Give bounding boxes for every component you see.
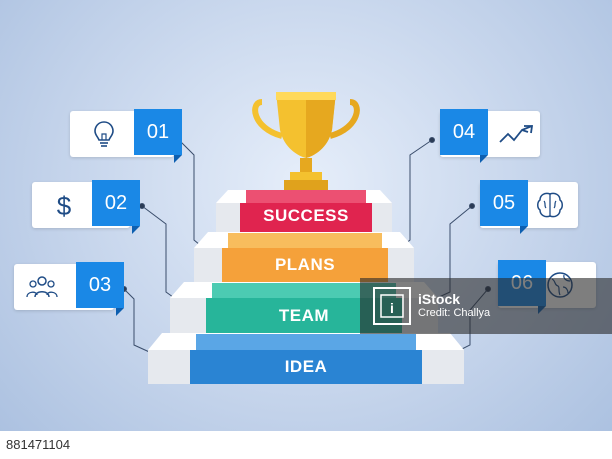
card-05: 05 bbox=[480, 180, 578, 234]
card-03: 03 bbox=[14, 262, 124, 316]
watermark-overlay: i iStock Credit: Challya bbox=[360, 278, 612, 334]
card-number-01: 01 bbox=[134, 109, 182, 163]
step-label-success: SUCCESS bbox=[263, 206, 349, 225]
card-01: 01 bbox=[70, 109, 182, 163]
step-label-team: TEAM bbox=[278, 306, 330, 325]
istock-logo: i bbox=[373, 287, 411, 325]
step-success-top bbox=[246, 190, 366, 203]
lightbulb-icon bbox=[94, 121, 114, 147]
step-team-top bbox=[212, 283, 396, 298]
image-id-label: 881471104 bbox=[6, 437, 71, 452]
card-number-05: 05 bbox=[480, 180, 528, 234]
step-plans-top bbox=[228, 233, 382, 248]
card-02: $ 02 bbox=[32, 180, 140, 234]
trophy-icon bbox=[252, 92, 360, 190]
watermark-text: iStock Credit: Challya bbox=[418, 292, 490, 320]
watermark-credit: Credit: Challya bbox=[418, 307, 491, 319]
watermark-brand: iStock bbox=[418, 291, 461, 307]
card-number-03: 03 bbox=[76, 262, 124, 316]
card-04: 04 bbox=[440, 109, 540, 163]
svg-text:$: $ bbox=[57, 191, 72, 221]
people-icon bbox=[26, 276, 58, 298]
svg-text:i: i bbox=[390, 300, 394, 316]
card-number-02: 02 bbox=[92, 180, 140, 234]
dollar-icon: $ bbox=[57, 191, 72, 221]
step-idea-top bbox=[196, 334, 416, 350]
card-number-04: 04 bbox=[440, 109, 488, 163]
step-plans-band bbox=[222, 248, 388, 282]
step-idea-band bbox=[190, 350, 422, 384]
trend-arrow-icon bbox=[499, 125, 534, 143]
step-label-idea: IDEA bbox=[284, 357, 328, 376]
brain-icon bbox=[537, 192, 563, 218]
step-label-plans: PLANS bbox=[274, 255, 336, 274]
footer-bar: 881471104 bbox=[0, 431, 612, 459]
step-success-band bbox=[240, 203, 372, 232]
